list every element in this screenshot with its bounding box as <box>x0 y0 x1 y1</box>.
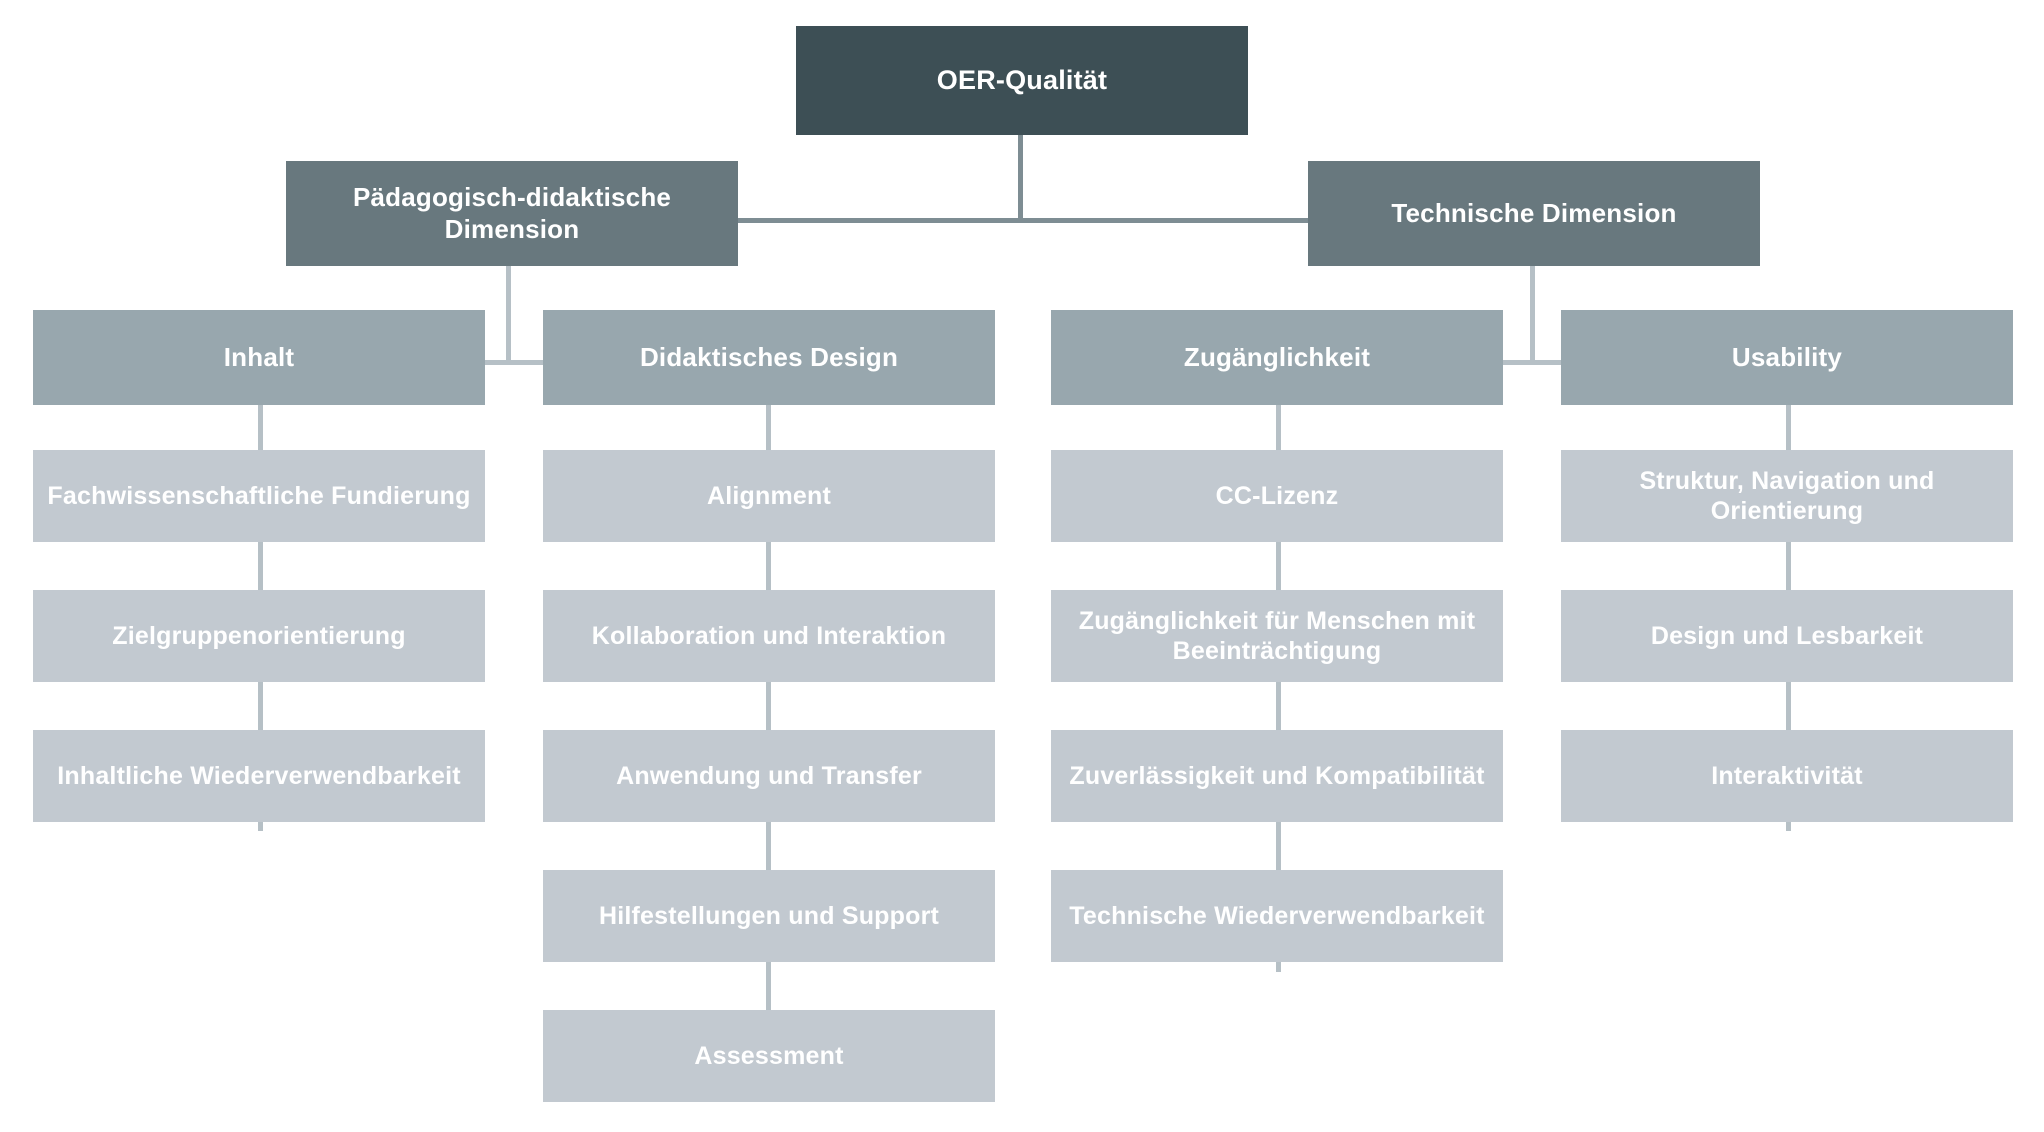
node-category-zugaenglichkeit[interactable]: Zugänglichkeit <box>1051 310 1503 405</box>
node-category-usability[interactable]: Usability <box>1561 310 2013 405</box>
node-label: Fachwissenschaftliche Fundierung <box>47 481 471 510</box>
node-label: Kollaboration und Interaktion <box>591 621 947 650</box>
node-leaf-hilfestellungen-und-support[interactable]: Hilfestellungen und Support <box>543 870 995 962</box>
node-leaf-inhaltliche-wiederverwendbarkeit[interactable]: Inhaltliche Wiederverwendbarkeit <box>33 730 485 822</box>
node-leaf-zugaenglichkeit-fuer-menschen-mit-beeintraechtigung[interactable]: Zugänglichkeit für Menschen mit Beeinträ… <box>1051 590 1503 682</box>
connector-technical-category-bar <box>1278 360 1788 365</box>
connector-pedagogic-category-bar <box>258 360 768 365</box>
node-label: Zugänglichkeit für Menschen mit Beeinträ… <box>1078 606 1476 666</box>
node-leaf-cc-lizenz[interactable]: CC-Lizenz <box>1051 450 1503 542</box>
connector-pedagogic-vertical <box>506 265 511 363</box>
node-category-inhalt[interactable]: Inhalt <box>33 310 485 405</box>
node-label: Technische Dimension <box>1391 197 1677 228</box>
node-label: Design und Lesbarkeit <box>1650 621 1924 650</box>
node-technische-dimension[interactable]: Technische Dimension <box>1308 161 1760 266</box>
node-label: Interaktivität <box>1711 761 1863 790</box>
node-label: Zielgruppenorientierung <box>112 621 406 650</box>
node-paedagogisch-didaktische-dimension[interactable]: Pädagogisch-didaktische Dimension <box>286 161 738 266</box>
node-label: Technische Wiederverwendbarkeit <box>1069 901 1485 930</box>
node-leaf-struktur-navigation-und-orientierung[interactable]: Struktur, Navigation und Orientierung <box>1561 450 2013 542</box>
node-label: Assessment <box>694 1041 844 1070</box>
node-label: Pädagogisch-didaktische Dimension <box>352 181 672 244</box>
node-leaf-anwendung-und-transfer[interactable]: Anwendung und Transfer <box>543 730 995 822</box>
node-leaf-technische-wiederverwendbarkeit[interactable]: Technische Wiederverwendbarkeit <box>1051 870 1503 962</box>
node-label: Alignment <box>706 481 832 510</box>
node-oer-qualitaet[interactable]: OER-Qualität <box>796 26 1248 135</box>
node-label: OER-Qualität <box>936 65 1108 96</box>
connector-root-vertical <box>1018 135 1023 221</box>
node-label: Anwendung und Transfer <box>616 761 922 790</box>
node-label: Usability <box>1731 341 1843 372</box>
node-label: Inhalt <box>223 341 295 372</box>
node-label: CC-Lizenz <box>1215 481 1339 510</box>
node-leaf-design-und-lesbarkeit[interactable]: Design und Lesbarkeit <box>1561 590 2013 682</box>
node-leaf-interaktivitaet[interactable]: Interaktivität <box>1561 730 2013 822</box>
node-leaf-alignment[interactable]: Alignment <box>543 450 995 542</box>
connector-dimensions-horizontal <box>738 218 1308 223</box>
connector-technical-vertical <box>1530 265 1535 363</box>
node-leaf-fachwissenschaftliche-fundierung[interactable]: Fachwissenschaftliche Fundierung <box>33 450 485 542</box>
node-leaf-assessment[interactable]: Assessment <box>543 1010 995 1102</box>
node-label: Struktur, Navigation und Orientierung <box>1639 466 1935 526</box>
node-leaf-zuverlaessigkeit-und-kompatibilitaet[interactable]: Zuverlässigkeit und Kompatibilität <box>1051 730 1503 822</box>
connector-didaktisches-design-spine <box>766 363 771 1083</box>
node-leaf-kollaboration-und-interaktion[interactable]: Kollaboration und Interaktion <box>543 590 995 682</box>
node-category-didaktisches-design[interactable]: Didaktisches Design <box>543 310 995 405</box>
node-label: Didaktisches Design <box>639 341 899 372</box>
node-label: Zugänglichkeit <box>1183 341 1371 372</box>
node-label: Zuverlässigkeit und Kompatibilität <box>1069 761 1485 790</box>
node-label: Hilfestellungen und Support <box>598 901 940 930</box>
node-leaf-zielgruppenorientierung[interactable]: Zielgruppenorientierung <box>33 590 485 682</box>
node-label: Inhaltliche Wiederverwendbarkeit <box>57 761 461 790</box>
